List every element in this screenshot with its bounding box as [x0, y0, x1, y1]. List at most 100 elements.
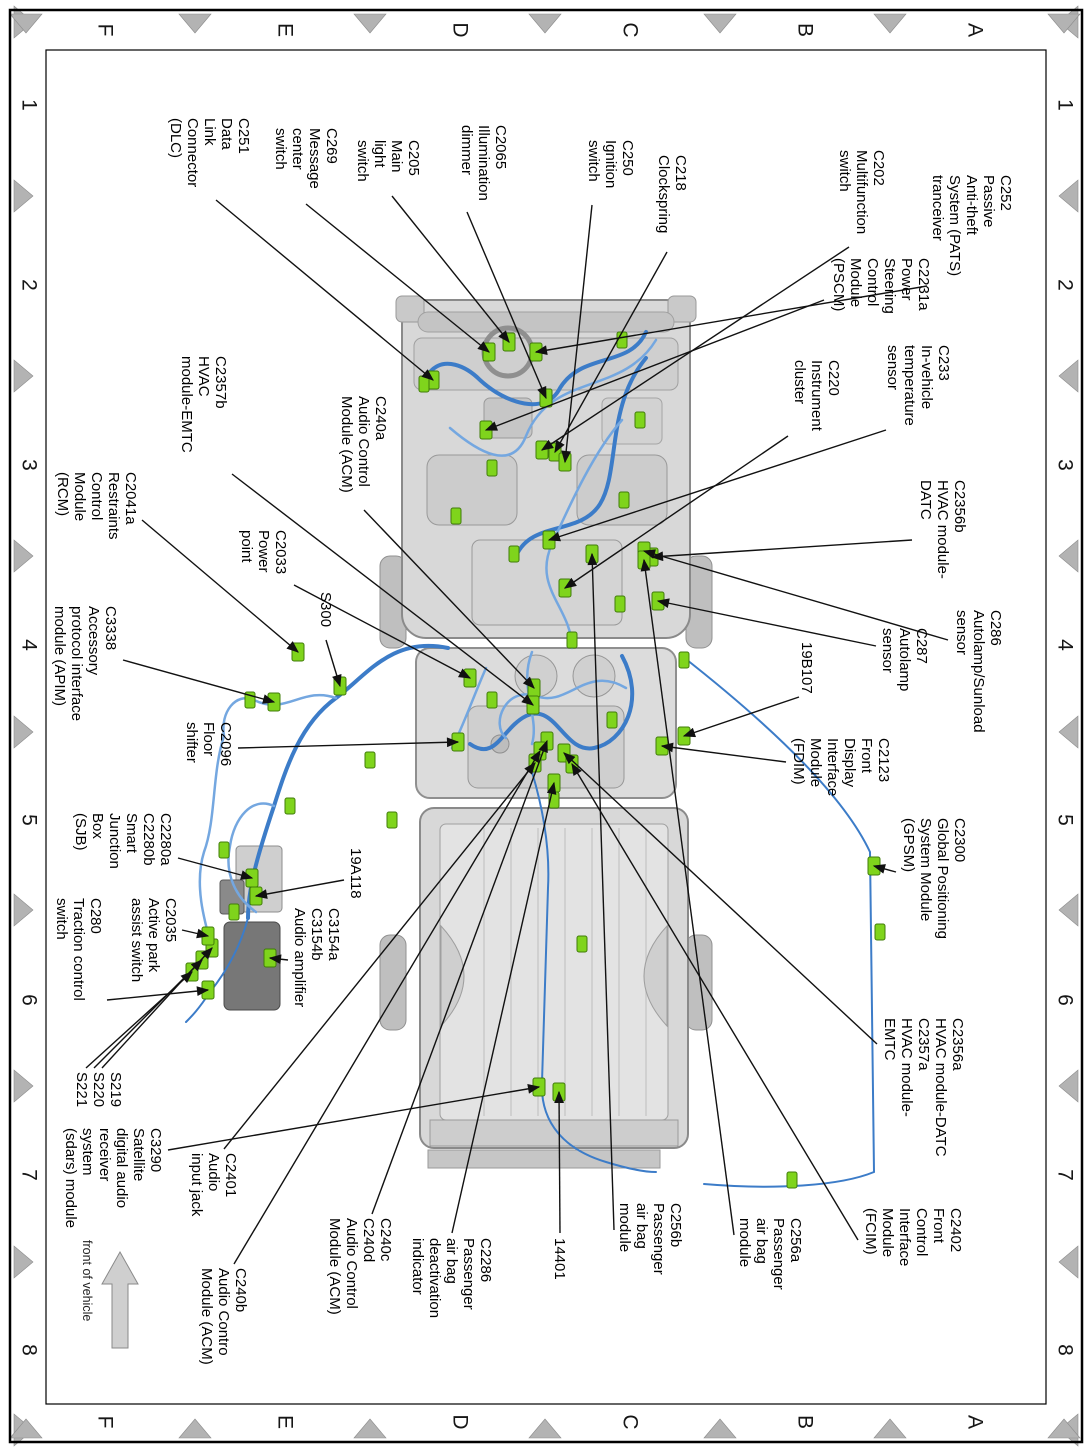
section-triangle	[873, 13, 907, 34]
mirror-left	[667, 295, 697, 323]
callout-line: switch	[585, 140, 602, 182]
connector	[678, 651, 690, 669]
callout-line: input jack	[188, 1153, 205, 1217]
callout-line: Power	[255, 530, 272, 573]
grid-letter: E	[273, 22, 297, 38]
leader-arrow	[122, 659, 276, 704]
callout-line: C3338	[102, 606, 119, 651]
callout-line: Clockspring	[655, 155, 672, 234]
callout-line: Passenger	[460, 1238, 477, 1310]
callout-line: Connector	[184, 118, 201, 188]
leader-arrow	[451, 781, 557, 1234]
callout-line: S221	[73, 1072, 90, 1108]
callout-line: dimmer	[458, 125, 475, 176]
grid-number: 6	[1053, 994, 1077, 1006]
section-triangle	[1058, 539, 1079, 573]
grid-number: 3	[1053, 459, 1077, 471]
grid-number: 8	[1053, 1344, 1077, 1356]
callout-n19a118: 19A118	[347, 848, 364, 899]
grid-number: 4	[17, 639, 41, 651]
connector	[284, 797, 296, 815]
callout-line: sensor	[884, 345, 901, 391]
callout-line: C240b	[232, 1268, 249, 1313]
leader-arrow	[85, 971, 193, 1069]
callout-line: S300	[317, 592, 334, 628]
ip-harness-1	[428, 330, 648, 407]
grid-letter: A	[963, 1414, 987, 1430]
leader-arrow	[554, 251, 668, 454]
callout-line: C2065	[492, 125, 509, 170]
callout-line: Link	[201, 118, 218, 146]
callout-line: Autolamp	[896, 628, 913, 692]
leader-arrow	[554, 1090, 564, 1234]
section-triangle	[13, 1245, 34, 1279]
connector	[418, 375, 430, 393]
rear-wheel-right	[379, 934, 407, 1031]
callout-line: HVAC module-	[934, 480, 951, 579]
section-triangle	[13, 539, 34, 573]
tailgate	[429, 1119, 679, 1147]
callout-line: 19B107	[798, 642, 815, 694]
callout-line: In-vehicle	[918, 345, 935, 410]
leader-arrow	[167, 1084, 541, 1151]
leader-arrow	[563, 435, 789, 589]
leader-arrow	[660, 742, 787, 763]
grid-number: 5	[1053, 814, 1077, 826]
callout-line: Accessory	[85, 606, 102, 676]
callout-line: C2300	[951, 818, 968, 863]
floor-harness-loop-3	[198, 734, 226, 950]
section-triangle	[703, 13, 737, 34]
callout-line: S220	[90, 1072, 107, 1108]
callout-line: 19A118	[347, 848, 364, 899]
grid-number: 1	[1053, 99, 1077, 111]
callout-line: air bag	[633, 1203, 650, 1249]
callout-line: C240d	[360, 1218, 377, 1263]
grid-number: 7	[1053, 1169, 1077, 1181]
leader-arrow	[293, 584, 472, 679]
callout-line: sensor	[953, 610, 970, 656]
callout-line: C2041a	[122, 472, 139, 525]
callout-line: Audio amplifier	[291, 908, 308, 1008]
callout-line: Front	[930, 1208, 947, 1244]
callout-line: digital audio	[113, 1128, 130, 1209]
connector	[874, 923, 886, 941]
leader-arrow	[640, 558, 735, 1236]
connector	[508, 545, 520, 563]
leader-arrow	[563, 752, 878, 1045]
callout-line: module (APIM)	[51, 606, 68, 707]
callout-line: C2123	[875, 738, 892, 783]
grid-letter: C	[618, 1414, 642, 1430]
callout-line: (FCIM)	[862, 1208, 879, 1255]
leader-arrow	[484, 299, 825, 431]
outer-border	[8, 8, 1084, 1444]
section-triangle	[1047, 1418, 1081, 1439]
callout-line: System Module	[917, 818, 934, 922]
connector	[786, 1171, 798, 1189]
callout-line: protocol interface	[68, 606, 85, 722]
callout-line: EMTC	[881, 1018, 898, 1061]
section-triangle	[1058, 715, 1079, 749]
callout-line: (SJB)	[72, 813, 89, 851]
callout-line: Autolamp/Sunload	[970, 610, 987, 733]
connector	[228, 903, 240, 921]
callout-line: C250	[619, 140, 636, 176]
callout-line: receiver	[96, 1128, 113, 1182]
leader-arrow	[215, 199, 434, 381]
callout-line: Control	[88, 472, 105, 521]
grid-letter: C	[618, 22, 642, 38]
callout-line: Restraints	[105, 472, 122, 540]
callout-line: Audio Control	[343, 1218, 360, 1309]
callout-line: air bag	[443, 1238, 460, 1284]
connector	[634, 411, 646, 429]
callout-line: C218	[672, 155, 689, 191]
callout-line: (DLC)	[167, 118, 184, 158]
